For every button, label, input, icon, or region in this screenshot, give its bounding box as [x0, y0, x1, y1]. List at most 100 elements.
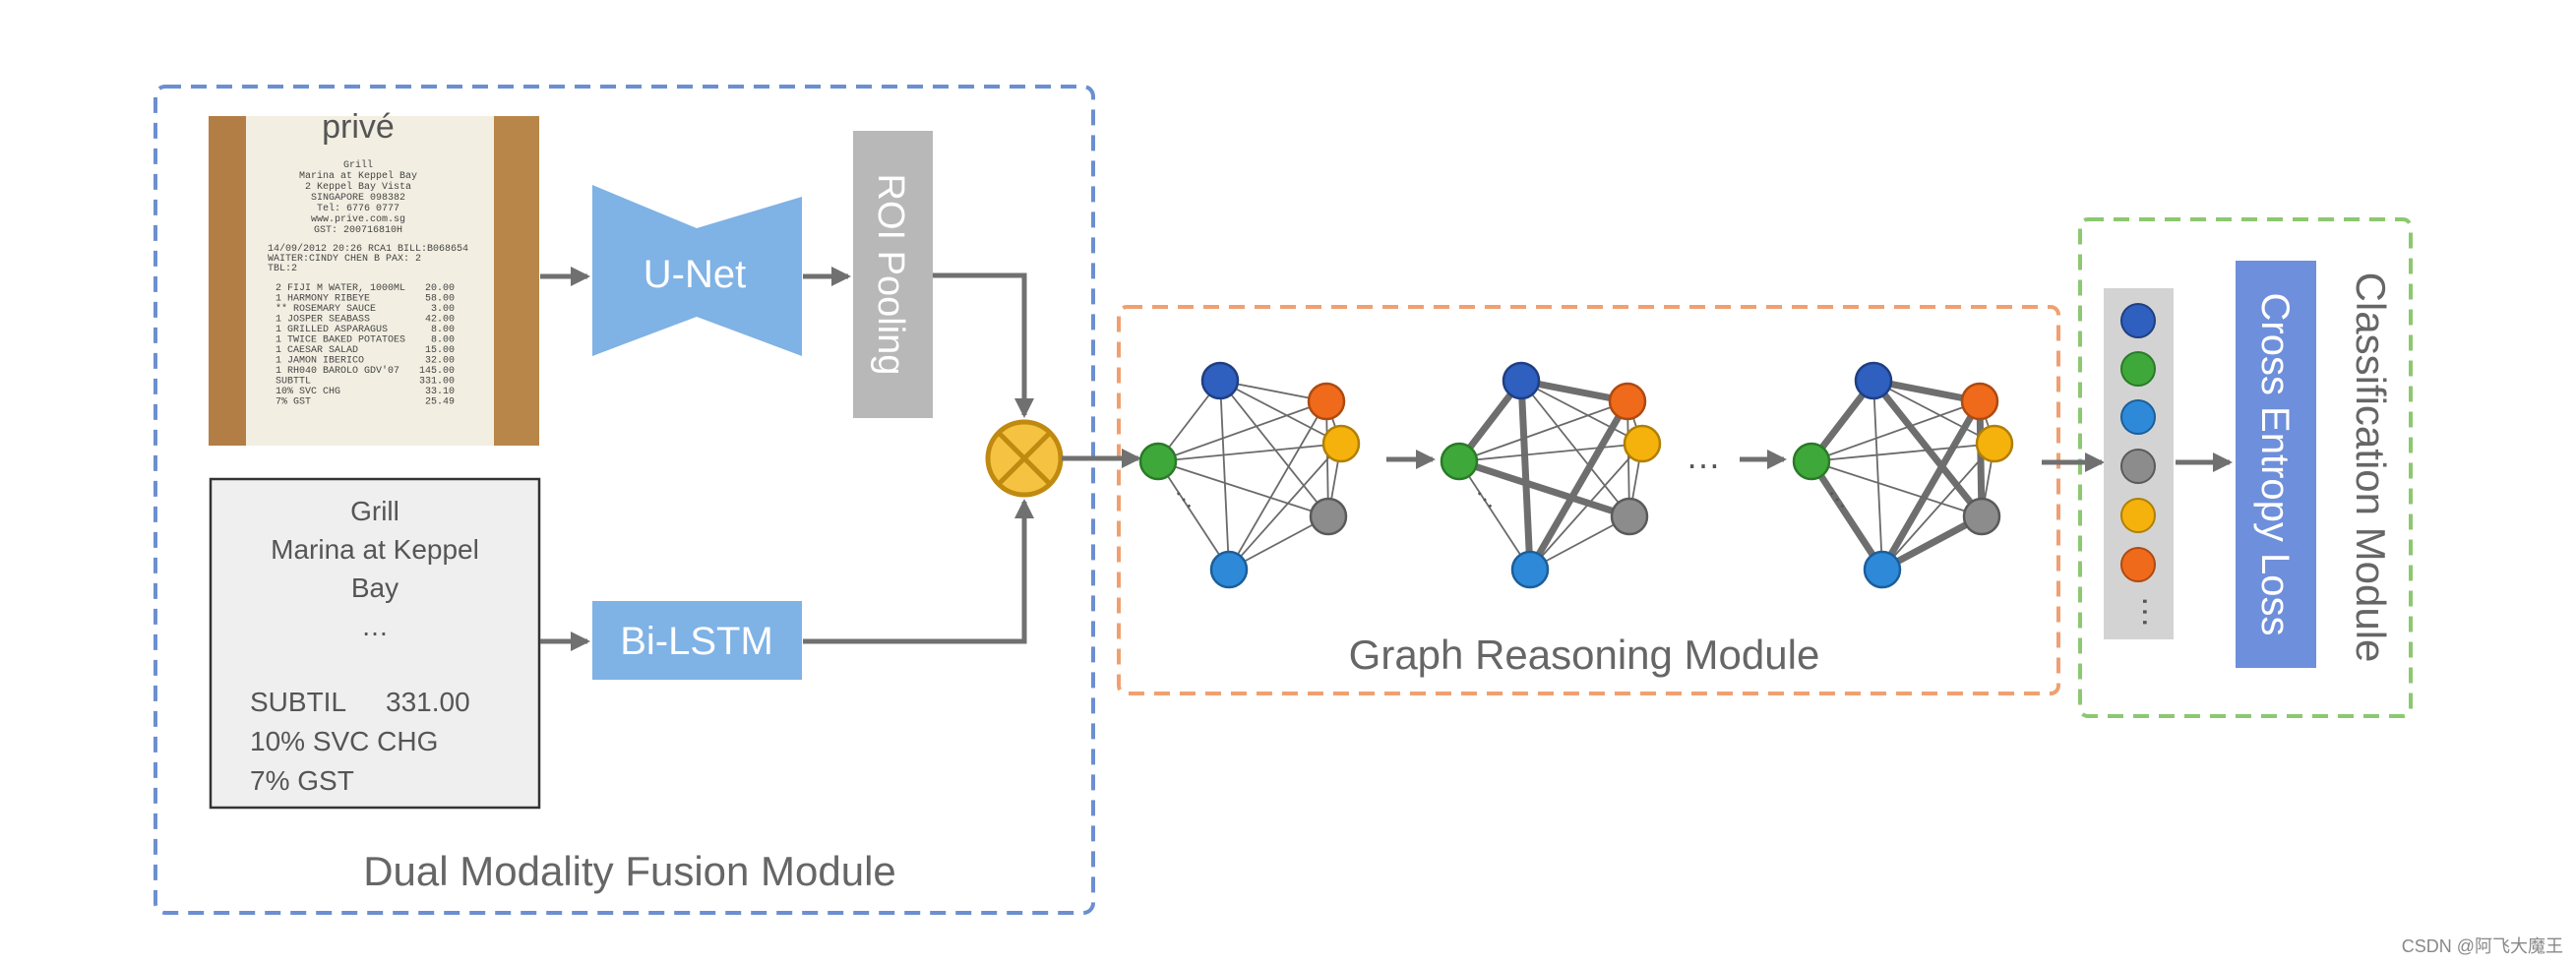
receipt-item-price: 42.00: [425, 315, 455, 326]
bilstm-label: Bi-LSTM: [620, 620, 773, 663]
output-node: [2120, 303, 2156, 338]
graph-node: [1960, 382, 1999, 421]
graph-node: [1623, 424, 1662, 463]
graph-edge: [1871, 378, 1985, 519]
receipt-item-price: 15.00: [425, 345, 455, 356]
graph-edge: [1520, 380, 1630, 517]
receipt-meta-line: TBL:2: [268, 264, 297, 274]
receipt-item-price: 3.00: [431, 304, 455, 315]
classification-module-title: Classification Module: [2348, 272, 2394, 663]
graph-node: [1510, 550, 1550, 589]
graph-node: [1502, 361, 1541, 400]
receipt-item-text: 1 GRILLED ASPARAGUS: [276, 325, 388, 335]
watermark: CSDN @阿飞大魔王: [2402, 936, 2563, 956]
fusion-module-box: [153, 85, 1095, 915]
graph-edge: [1458, 460, 1531, 571]
roi-pooling-block: ROI Pooling: [853, 131, 933, 418]
graph-node: [1608, 382, 1647, 421]
graph-edge: [1458, 400, 1628, 462]
output-node: [2120, 449, 2156, 484]
graph-node: [1792, 442, 1831, 481]
output-node: [2120, 351, 2156, 387]
cross-entropy-loss-block: Cross Entropy Loss: [2236, 261, 2316, 668]
graph-node-ellipsis: …: [1823, 476, 1863, 514]
receipt-header-line: Grill: [343, 159, 373, 171]
graph-node: [1138, 442, 1178, 481]
cross-entropy-loss-label: Cross Entropy Loss: [2253, 292, 2297, 635]
graph-2: …: [1440, 361, 1662, 589]
receipt-item-price: 32.00: [425, 356, 455, 367]
receipt-item-price: 8.00: [431, 335, 455, 346]
receipt-header-line: Marina at Keppel Bay: [299, 170, 417, 182]
graph-node: [1200, 361, 1240, 400]
output-node: [2120, 547, 2156, 582]
graph-node: [1440, 442, 1479, 481]
graph-node: [1863, 550, 1902, 589]
receipt-item-price: 331.00: [419, 377, 455, 388]
receipt-item-price: 25.49: [425, 397, 455, 408]
receipt-item-text: 7% GST: [276, 397, 311, 408]
unet-block: U-Net: [592, 185, 802, 356]
textbox-subtotal-value: 331.00: [386, 687, 470, 717]
flow-arrows: [540, 267, 2233, 651]
receipt-item-text: 1 CAESAR SALAD: [276, 345, 358, 356]
graph-edge: [1810, 400, 1981, 462]
graph-edge: [1517, 380, 1534, 571]
graph-edge: [1526, 399, 1631, 572]
receipt-item-text: 1 RH040 BAROLO GDV'07: [276, 365, 399, 377]
roi-pooling-label: ROI Pooling: [870, 174, 911, 376]
graph-node: [1209, 550, 1249, 589]
graph-edge: [1872, 380, 1995, 445]
graph-edge: [1157, 400, 1327, 462]
receipt-header-line: 2 Keppel Bay Vista: [305, 181, 411, 193]
graph-edge: [1157, 443, 1342, 462]
fusion-module-title: Dual Modality Fusion Module: [363, 848, 896, 894]
receipt-item-text: ** ROSEMARY SAUCE: [276, 303, 376, 315]
graph-edge: [1157, 460, 1329, 517]
receipt-item-text: 1 JAMON IBERICO: [276, 356, 364, 367]
receipt-header-line: www.prive.com.sg: [311, 213, 405, 225]
graph-edge: [1881, 443, 1995, 571]
receipt-text-box: Grill Marina at Keppel Bay … SUBTIL 331.…: [209, 477, 541, 810]
textbox-line: Marina at Keppel: [271, 534, 479, 565]
receipt-item-price: 145.00: [419, 366, 455, 377]
graph-edge: [1219, 380, 1230, 571]
graph-edge: [1809, 459, 1885, 572]
fusion-operator-icon: [985, 419, 1064, 498]
graph-edge: [1157, 460, 1230, 571]
textbox-line: Grill: [350, 496, 399, 526]
graph-edge: [1458, 443, 1643, 462]
receipt-item-price: 33.10: [425, 387, 455, 397]
graph-edge: [1228, 400, 1327, 571]
graph-ellipsis: …: [1686, 436, 1721, 476]
bilstm-block: Bi-LSTM: [592, 601, 802, 680]
graph-node: [1321, 424, 1361, 463]
graph-node: [1309, 497, 1348, 536]
receipt-header-line: GST: 200716810H: [314, 225, 402, 236]
graph-node: [1307, 382, 1346, 421]
output-node: [2120, 399, 2156, 435]
graph-node: [1975, 424, 2014, 463]
unet-label: U-Net: [644, 253, 746, 296]
textbox-ellipsis: …: [361, 611, 389, 641]
graph-node-ellipsis: …: [1170, 476, 1209, 514]
graph-node-ellipsis: …: [1471, 476, 1510, 514]
receipt-header-line: SINGAPORE 098382: [311, 193, 405, 204]
graph-3: …: [1792, 361, 2014, 589]
graph-edge: [1810, 460, 1983, 517]
textbox-gst: 7% GST: [250, 765, 354, 796]
graph-module-title: Graph Reasoning Module: [1349, 632, 1820, 678]
graph-edge: [1219, 380, 1342, 445]
graph-edge: [1872, 380, 1883, 571]
textbox-subtotal-label: SUBTIL: [250, 687, 346, 717]
receipt-item-text: 1 TWICE BAKED POTATOES: [276, 335, 405, 346]
receipt-item-text: SUBTTL: [276, 377, 311, 388]
output-ellipsis: …: [2135, 595, 2173, 629]
textbox-svc: 10% SVC CHG: [250, 726, 438, 756]
receipt-header-line: Tel: 6776 0777: [317, 203, 399, 214]
graph-edge: [1529, 443, 1643, 571]
graph-edge: [1228, 443, 1342, 571]
receipt-item-price: 8.00: [431, 325, 455, 335]
graph-module-box: [1117, 305, 2060, 695]
